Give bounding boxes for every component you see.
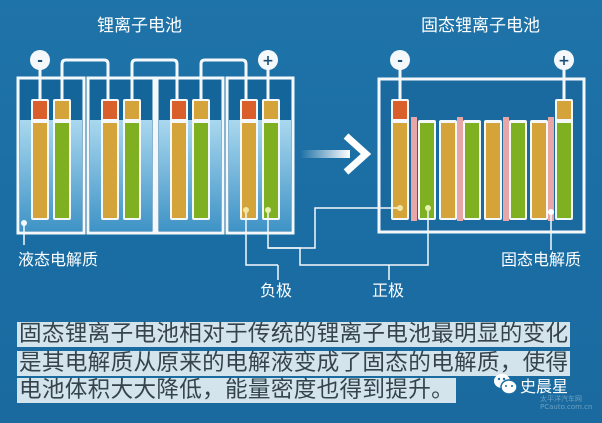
solid-battery-title: 固态锂离子电池 — [421, 16, 540, 36]
liquid-electrolyte-label: 液态电解质 — [18, 250, 99, 269]
electrode-marker-dot-1 — [243, 207, 249, 213]
negative-terminal-left — [30, 50, 50, 70]
solid-electrolyte-layer-4 — [548, 117, 554, 221]
solid-cell-electrode-3 — [465, 123, 479, 218]
solid-electrolyte-label: 固态电解质 — [501, 250, 582, 269]
negative-terminal-right — [390, 50, 410, 70]
caption-line-3: 电池体积大大降低，能量密度也得到提升。 — [17, 377, 456, 403]
cell-3-casing — [155, 76, 225, 235]
solid-electrolyte-layer-3 — [503, 117, 509, 221]
cell-4-casing — [225, 76, 295, 235]
electrode-marker-dot-4 — [425, 205, 431, 211]
cell-connector-wire-2 — [130, 58, 179, 101]
cell-3-positive-electrode-body — [194, 123, 208, 218]
cell-4-liquid-electrolyte — [229, 120, 291, 231]
cell-2-positive-electrode-cap — [125, 101, 139, 119]
cell-3-negative-electrode-body — [172, 123, 186, 218]
cell-4-negative-electrode-cap — [242, 101, 256, 119]
cell-1-negative-electrode-body — [33, 123, 47, 218]
transition-arrow-icon — [343, 133, 372, 175]
positive-terminal-left-symbol: + — [262, 53, 274, 69]
cell-2-negative-electrode-cap — [103, 101, 117, 119]
cell-1-casing — [16, 76, 86, 235]
negative-electrode-label: 负极 — [260, 281, 293, 300]
caption-line-2: 是其电解质从原来的电解液变成了固态的电解质，使得 — [17, 350, 571, 376]
cell-3-negative-electrode-cap — [172, 101, 186, 119]
cell-4-positive-electrode-cap — [264, 101, 278, 119]
electrode-marker-dot-2 — [265, 207, 271, 213]
negative-leader-line — [245, 207, 400, 280]
positive-terminal-right — [554, 50, 574, 70]
cell-2-negative-electrode-body — [103, 123, 117, 218]
caption-line-1: 固态锂离子电池相对于传统的锂离子电池最明显的变化 — [17, 321, 571, 347]
solid-negative-electrode-end-body — [393, 123, 407, 218]
cell-4-negative-electrode-body — [242, 123, 256, 218]
cell-2-liquid-electrolyte — [90, 120, 152, 231]
negative-terminal-left-symbol: - — [37, 53, 43, 69]
positive-terminal-right-symbol: + — [558, 53, 570, 69]
electrode-marker-dot-3 — [397, 205, 403, 211]
solid-negative-electrode-end-cap — [393, 101, 407, 119]
negative-terminal-right-symbol: - — [397, 53, 403, 69]
positive-electrode-label: 正极 — [372, 281, 405, 300]
cell-2-positive-electrode-body — [125, 123, 139, 218]
cell-2-casing — [86, 76, 156, 235]
electrode-marker-dot-5 — [548, 209, 554, 215]
brand-name: 史晨星 — [520, 377, 569, 396]
solid-electrolyte-layer-2 — [457, 117, 463, 221]
cell-4-positive-electrode-body — [264, 123, 278, 218]
cell-1-negative-electrode-cap — [33, 101, 47, 119]
solid-cell-electrode-1 — [420, 123, 434, 218]
liquid-electrolyte-dot — [21, 220, 27, 226]
solid-electrolyte-layer-1 — [411, 117, 417, 221]
solid-positive-electrode-end-cap — [557, 101, 571, 119]
cell-1-positive-electrode-body — [55, 123, 69, 218]
transition-arrow-tail — [300, 150, 350, 158]
watermark: 太平洋汽车网 PCauto.com.cn — [540, 395, 593, 411]
solid-cell-electrode-2 — [441, 123, 455, 218]
cell-connector-wire-3 — [199, 58, 248, 101]
solid-cell-electrode-4 — [486, 123, 500, 218]
solid-cell-electrode-6 — [532, 123, 546, 218]
cell-1-liquid-electrolyte — [20, 120, 82, 231]
solid-positive-electrode-end-body — [557, 123, 571, 218]
positive-leader-line — [268, 208, 429, 280]
positive-terminal-left — [258, 50, 278, 70]
cell-3-positive-electrode-cap — [194, 101, 208, 119]
liquid-battery-title: 锂离子电池 — [97, 16, 182, 36]
wechat-icon — [494, 374, 518, 395]
solid-cell-electrode-5 — [511, 123, 525, 218]
cell-3-liquid-electrolyte — [159, 120, 221, 231]
cell-1-positive-electrode-cap — [55, 101, 69, 119]
cell-connector-wire-1 — [60, 58, 110, 101]
